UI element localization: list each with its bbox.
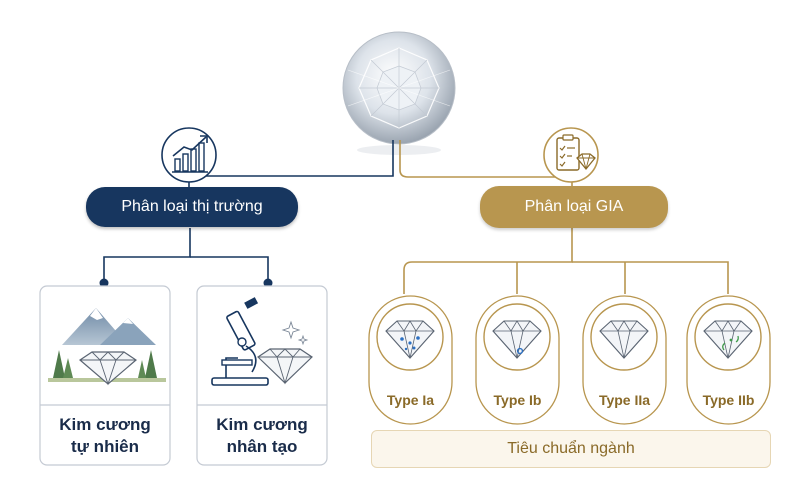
type-iia-label: Type IIa [598,392,651,408]
type-card-ib [475,295,560,425]
diamond-dot-blue-icon [492,320,542,359]
type-iib-label: Type IIb [702,392,755,408]
lab-diamond-label-line1: Kim cương [216,415,308,434]
diamond-clear-icon [599,320,649,359]
natural-diamond-label-line1: Kim cương [59,415,151,434]
clipboard-diamond-icon [543,127,599,183]
lab-diamond-label: Kim cương nhân tạo [197,414,327,458]
diamond-inclusion-green-icon [703,320,753,359]
trending-chart-icon [161,127,217,183]
gia-classification-pill: Phân loại GIA [480,186,668,228]
natural-diamond-label-line2: tự nhiên [70,437,140,456]
industry-standard-bar: Tiêu chuẩn ngành [371,430,771,468]
lab-diamond-label-line2: nhân tạo [226,437,298,456]
type-card-iib [686,295,771,425]
industry-standard-label: Tiêu chuẩn ngành [507,440,635,457]
root-diamond-icon [342,31,456,155]
type-card-ia [368,295,453,425]
type-card-iia [582,295,667,425]
mountain-diamond-icon [48,308,166,386]
connector-lines [103,140,729,294]
gia-classification-label: Phân loại GIA [524,198,624,215]
natural-diamond-label: Kim cương tự nhiên [40,414,170,458]
card-natural-diamond [39,285,171,466]
microscope-diamond-icon [211,297,313,386]
type-ib-label: Type Ib [493,392,542,408]
market-classification-pill: Phân loại thị trường [86,187,298,227]
card-lab-diamond [196,285,328,466]
market-classification-label: Phân loại thị trường [121,198,263,215]
connector-dots [99,278,273,288]
diamond-inclusion-blue-icon [385,320,435,359]
type-ia-label: Type Ia [386,392,435,408]
